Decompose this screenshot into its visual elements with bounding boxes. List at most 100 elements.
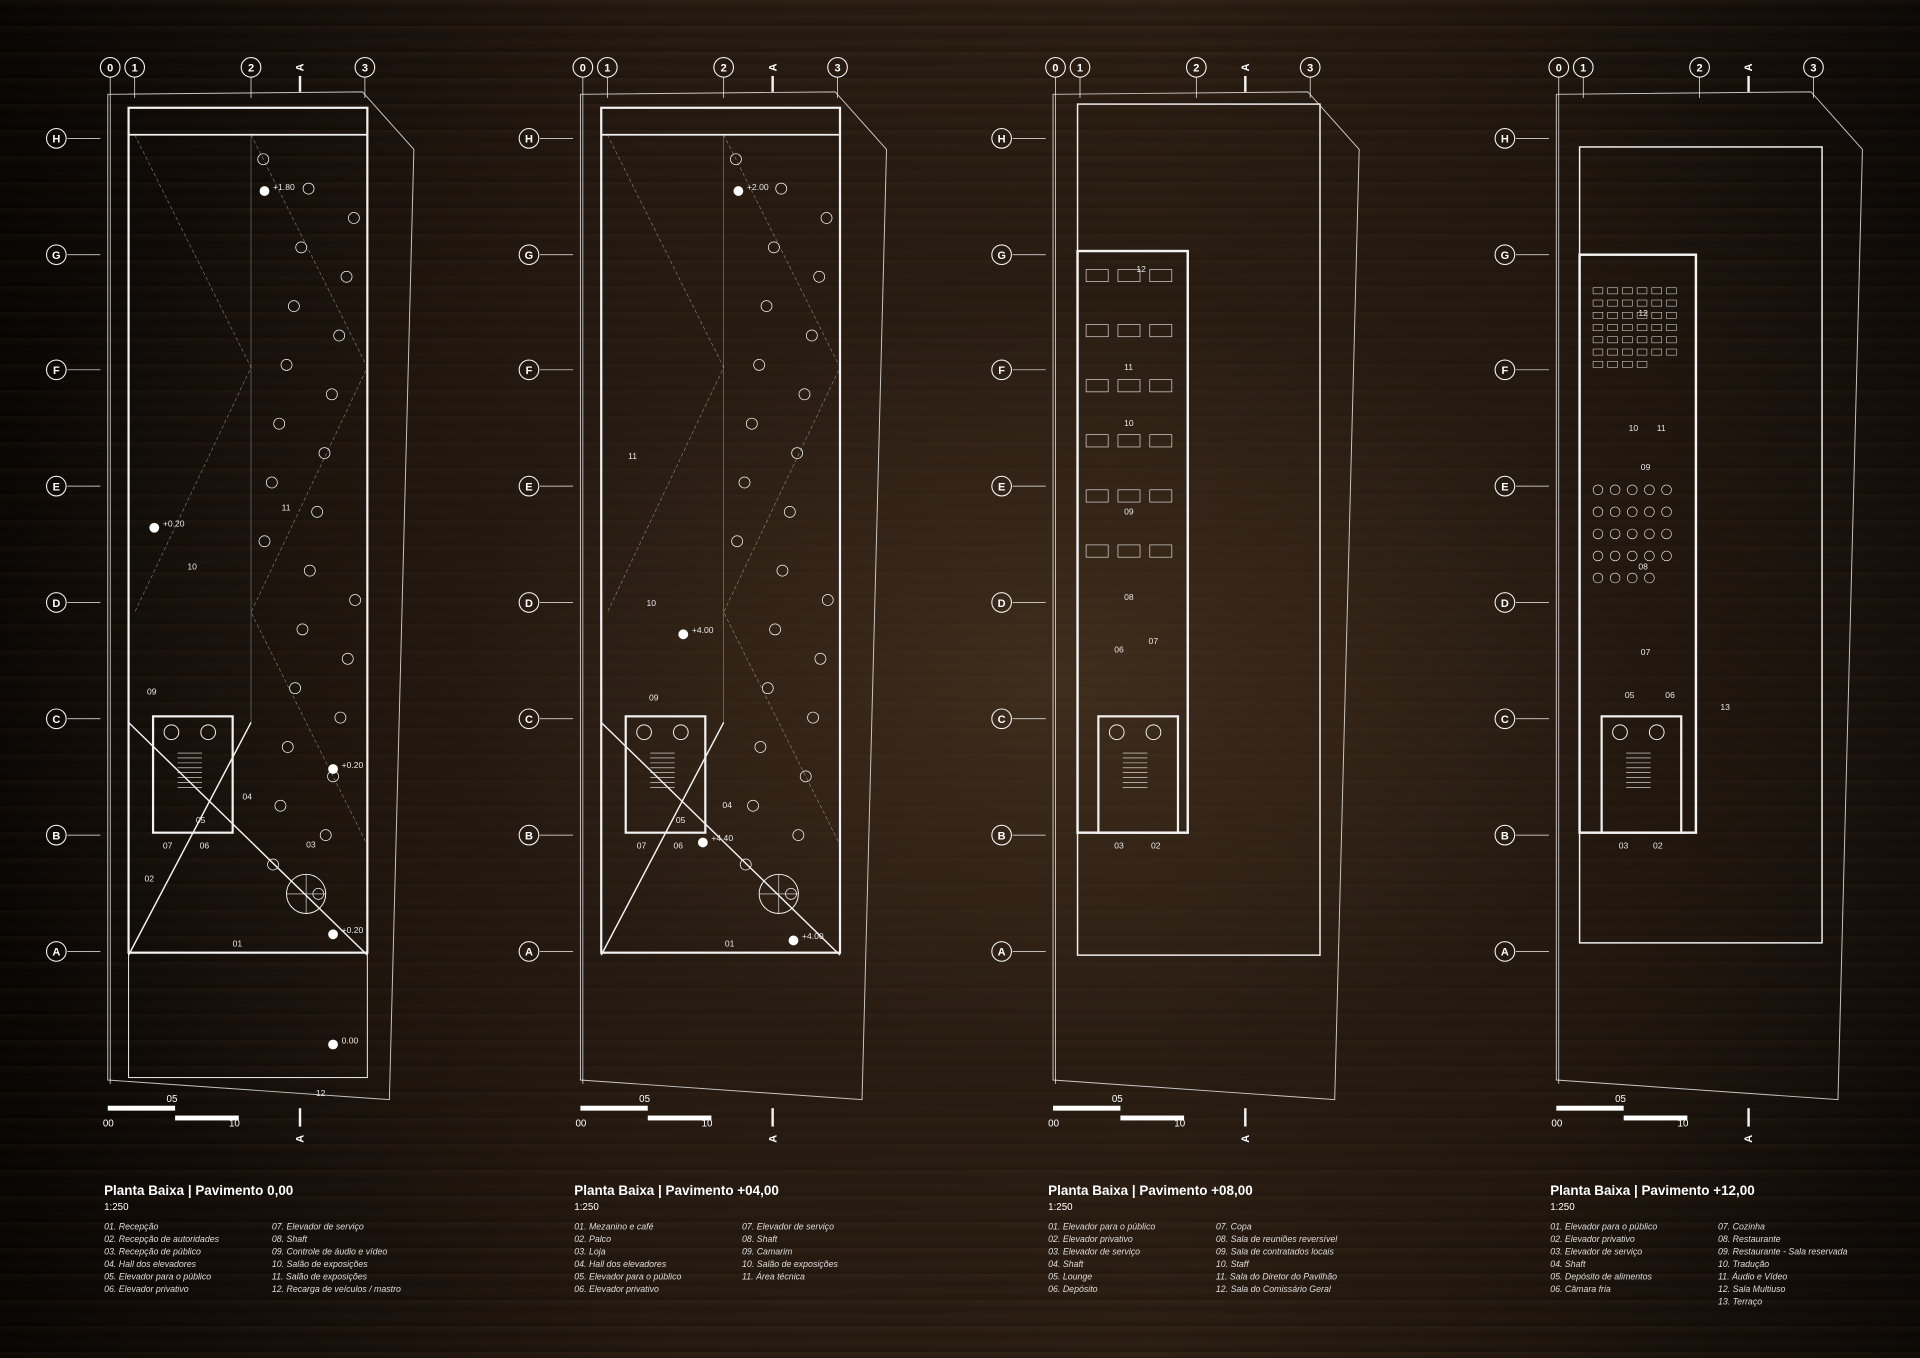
grid-label: G bbox=[52, 250, 61, 262]
room-tag: 12 bbox=[1136, 264, 1146, 274]
table-icon bbox=[273, 417, 286, 430]
seat-icon bbox=[1651, 348, 1662, 356]
legend-item: 11. Sala do Diretor do Pavilhão bbox=[1216, 1271, 1337, 1281]
grid-label: B bbox=[998, 830, 1006, 842]
seat-icon bbox=[1622, 336, 1633, 344]
grid-bubble bbox=[240, 57, 262, 78]
room-tag: 08 bbox=[1638, 561, 1648, 571]
table-icon bbox=[1609, 506, 1621, 518]
level-marker-icon bbox=[697, 837, 708, 848]
seat-icon bbox=[1622, 299, 1633, 307]
grid-bubble bbox=[1494, 128, 1516, 149]
room-tag: 06 bbox=[1665, 690, 1675, 700]
grid-bubble bbox=[518, 128, 540, 149]
seat-icon bbox=[1666, 299, 1677, 307]
scale-label: 00 bbox=[1551, 1119, 1562, 1130]
room-tag: 03 bbox=[306, 839, 316, 849]
grid-bubble bbox=[1045, 57, 1066, 78]
table-icon bbox=[311, 505, 324, 518]
grid-label: 2 bbox=[1697, 63, 1703, 75]
seat-icon bbox=[1622, 287, 1633, 295]
grid-bubble bbox=[1185, 57, 1207, 78]
plan-title: Planta Baixa | Pavimento +08,00 bbox=[1048, 1183, 1253, 1198]
legend-item: 03. Recepção de público bbox=[104, 1246, 201, 1256]
grid-label: C bbox=[1501, 714, 1509, 726]
seat-icon bbox=[1592, 299, 1604, 307]
room-tag: 06 bbox=[200, 841, 210, 851]
seat-icon bbox=[1636, 312, 1648, 319]
room-tag: 01 bbox=[725, 939, 735, 949]
scale-label: 10 bbox=[229, 1119, 240, 1130]
plaza-outline bbox=[128, 952, 368, 1079]
table-icon bbox=[1627, 506, 1638, 518]
legend-item: 08. Shaft bbox=[742, 1234, 778, 1244]
desk-icon bbox=[1117, 544, 1141, 558]
grid-label: H bbox=[1501, 134, 1509, 146]
plan-scale: 1:250 bbox=[1048, 1202, 1073, 1213]
seat-icon bbox=[1651, 299, 1662, 307]
grid-bubble bbox=[1689, 57, 1710, 78]
grid-label: D bbox=[1501, 598, 1509, 610]
table-icon bbox=[754, 741, 767, 753]
grid-bubble bbox=[518, 941, 540, 962]
grid-label: 1 bbox=[1580, 63, 1586, 75]
grid-label: 0 bbox=[107, 63, 113, 75]
legend-item: 10. Salão de exposições bbox=[272, 1259, 368, 1269]
scale-bar-segment bbox=[1120, 1115, 1185, 1121]
section-mark: A bbox=[1240, 63, 1252, 71]
room-tag: 13 bbox=[1720, 702, 1730, 712]
legend-item: 03. Elevador de serviço bbox=[1048, 1246, 1140, 1256]
section-mark: A bbox=[1743, 1135, 1755, 1143]
grid-bubble bbox=[991, 592, 1012, 613]
grid-label: D bbox=[525, 598, 533, 610]
room-tag: 10 bbox=[1124, 418, 1134, 428]
scale-bar-segment bbox=[1053, 1105, 1121, 1111]
grid-label: B bbox=[52, 830, 60, 842]
seat-icon bbox=[1592, 361, 1604, 368]
table-icon bbox=[1661, 528, 1672, 540]
grid-bubble bbox=[1069, 57, 1091, 78]
room-tag: 03 bbox=[1114, 841, 1124, 851]
plan-title: Planta Baixa | Pavimento +12,00 bbox=[1550, 1183, 1755, 1198]
table-icon bbox=[821, 594, 834, 606]
table-icon bbox=[1644, 528, 1655, 540]
scale-label: 05 bbox=[639, 1094, 650, 1105]
table-icon bbox=[319, 829, 332, 841]
table-icon bbox=[807, 711, 819, 724]
table-icon bbox=[783, 505, 796, 518]
grid-label: B bbox=[1501, 830, 1509, 842]
building-outline bbox=[600, 106, 842, 954]
grid-label: 0 bbox=[580, 63, 586, 75]
grid-bubble bbox=[124, 57, 146, 78]
elevator-icon bbox=[1145, 724, 1162, 741]
seat-icon bbox=[1592, 336, 1604, 344]
seat-icon bbox=[1607, 287, 1618, 295]
table-icon bbox=[739, 858, 752, 871]
grid-label: A bbox=[998, 947, 1006, 959]
plan-title: Planta Baixa | Pavimento +04,00 bbox=[574, 1183, 779, 1198]
legend-item: 09. Restaurante - Sala reservada bbox=[1718, 1246, 1848, 1256]
grid-label: E bbox=[1501, 481, 1508, 493]
desk-icon bbox=[1117, 434, 1141, 448]
desk-icon bbox=[1149, 434, 1173, 448]
table-icon bbox=[1644, 572, 1655, 584]
room-tag: 12 bbox=[1638, 308, 1648, 318]
legend-item: 06. Elevador privativo bbox=[104, 1284, 189, 1294]
grid-label: F bbox=[998, 365, 1005, 377]
grid-bubble bbox=[45, 592, 67, 613]
section-mark: A bbox=[767, 63, 779, 71]
table-icon bbox=[257, 153, 270, 166]
grid-bubble bbox=[518, 244, 540, 266]
table-icon bbox=[792, 829, 805, 841]
grid-label: 1 bbox=[1077, 63, 1083, 75]
table-icon bbox=[769, 623, 781, 636]
level-value: 0.00 bbox=[342, 1035, 359, 1045]
grid-bubble bbox=[45, 475, 67, 497]
table-icon bbox=[303, 564, 316, 577]
grid-label: H bbox=[525, 134, 533, 146]
plan-scale: 1:250 bbox=[574, 1202, 599, 1213]
table-icon bbox=[1592, 550, 1604, 562]
